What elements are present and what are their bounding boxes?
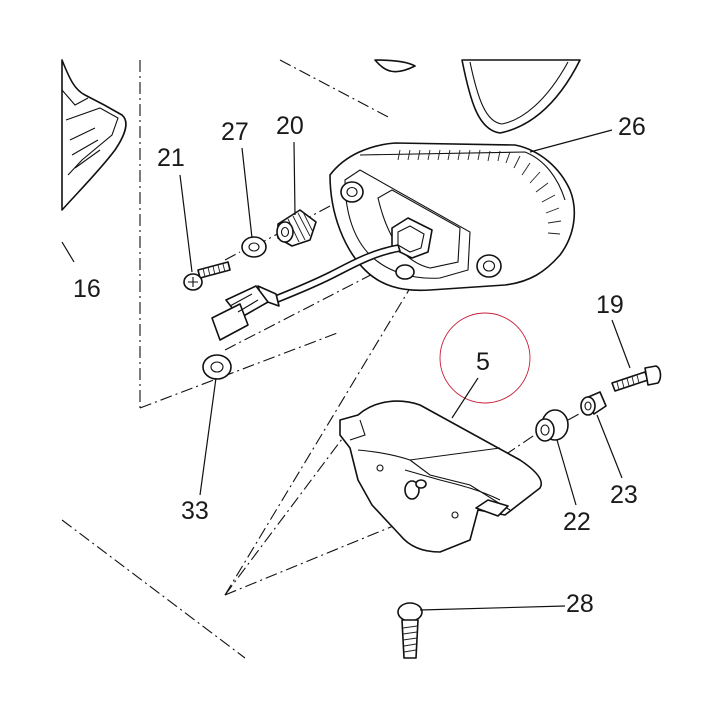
knurled-nut-20[interactable] bbox=[276, 209, 317, 247]
callout-27: 27 bbox=[221, 118, 249, 146]
callout-23: 23 bbox=[610, 481, 638, 509]
callout-33: 33 bbox=[181, 497, 209, 525]
rubber-bush-22[interactable] bbox=[535, 409, 569, 442]
callout-20: 20 bbox=[276, 112, 304, 140]
leader-lines bbox=[61, 129, 631, 611]
grommet-33[interactable] bbox=[202, 354, 232, 380]
callouts: 5 16 19 20 21 22 23 26 27 28 33 bbox=[73, 112, 646, 618]
highlight-circle bbox=[439, 312, 531, 404]
callout-21: 21 bbox=[157, 144, 185, 172]
screw-21[interactable] bbox=[183, 261, 231, 291]
tail-light-housing[interactable] bbox=[329, 142, 576, 292]
callout-5: 5 bbox=[476, 348, 490, 376]
callout-26: 26 bbox=[618, 113, 646, 141]
adjacent-bodywork-top bbox=[374, 59, 581, 134]
callout-16: 16 bbox=[73, 275, 101, 303]
bracket-5[interactable] bbox=[339, 400, 542, 553]
callout-19: 19 bbox=[596, 291, 624, 319]
wire-harness[interactable] bbox=[211, 244, 401, 341]
callout-28: 28 bbox=[566, 590, 594, 618]
assembly-lines bbox=[61, 59, 591, 659]
callout-22: 22 bbox=[563, 508, 591, 536]
washer-27[interactable] bbox=[241, 236, 267, 258]
bolt-19[interactable] bbox=[611, 365, 662, 392]
adjacent-bodywork-left bbox=[61, 59, 127, 211]
screw-28[interactable] bbox=[397, 602, 423, 659]
spacer-collar-23[interactable] bbox=[580, 391, 607, 416]
